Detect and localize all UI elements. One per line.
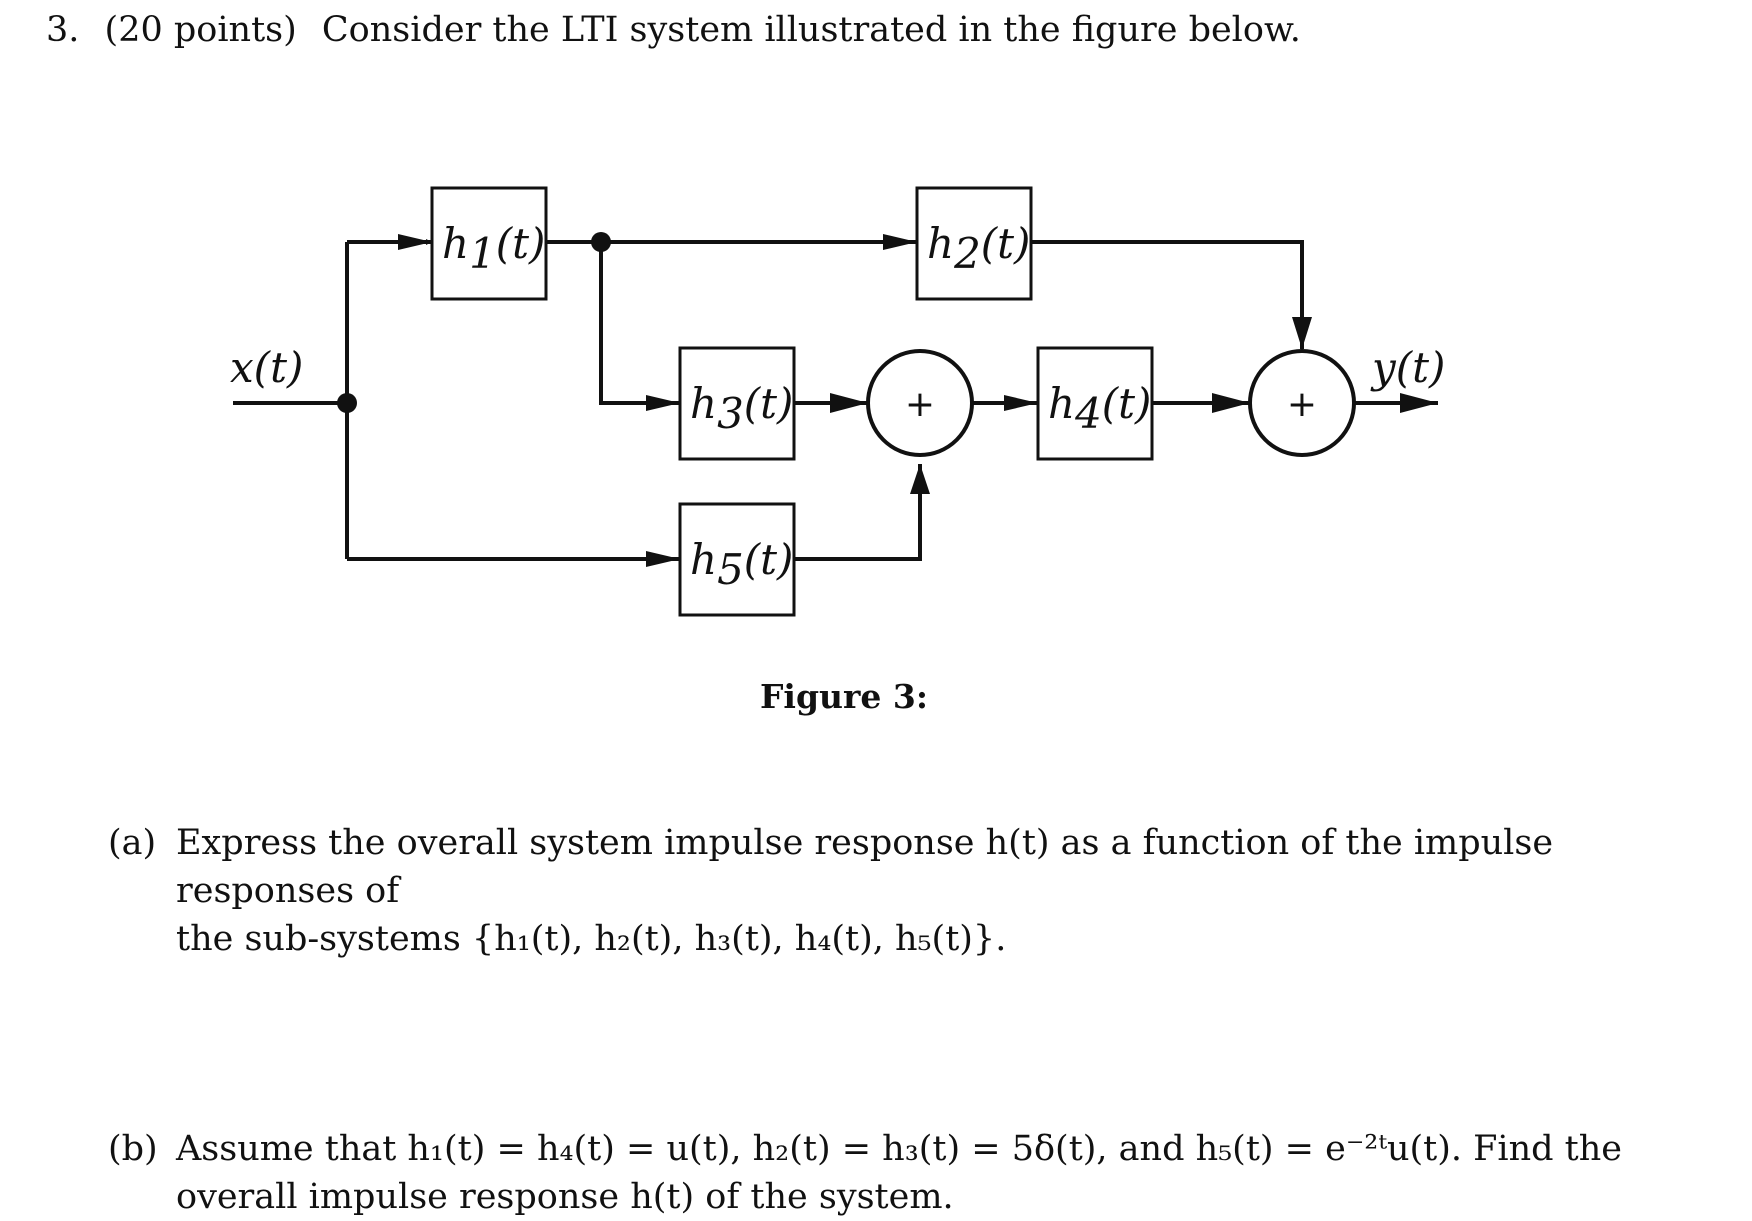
junction-dot-h1 xyxy=(591,232,611,252)
block-h3 xyxy=(678,346,796,461)
arrowhead-sum1-bottom xyxy=(910,464,930,494)
part-b-line-1: Assume that h₁(t) = h₄(t) = u(t), h₂(t) … xyxy=(176,1129,1623,1169)
figure-caption: Figure 3: xyxy=(760,677,929,716)
part-a: (a) Express the overall system impulse r… xyxy=(108,819,1668,963)
input-label: x(t) xyxy=(230,343,303,392)
question-number: 3. xyxy=(46,10,80,50)
junction-dot-input xyxy=(337,393,357,413)
arrowhead-h1 xyxy=(398,234,432,250)
block-h4 xyxy=(1036,346,1154,461)
block-h1-label: h1(t) xyxy=(442,219,545,278)
wire-h2-to-sum2 xyxy=(1031,240,1304,349)
arrowhead-output xyxy=(1400,393,1438,413)
block-h5 xyxy=(678,502,796,617)
summer-1-symbol: + xyxy=(905,384,935,425)
part-a-tag: (a) xyxy=(108,823,157,863)
arrowhead-h3 xyxy=(646,395,680,411)
arrowhead-sum2-top xyxy=(1292,317,1312,349)
question-header: 3. (20 points) Consider the LTI system i… xyxy=(46,10,1301,50)
wire-h5-to-sum1 xyxy=(794,464,922,561)
block-h4-label: h4(t) xyxy=(1048,379,1151,438)
summer-1 xyxy=(866,349,974,457)
arrowhead-h2 xyxy=(883,234,917,250)
arrowhead-h4 xyxy=(1004,395,1038,411)
part-b-tag: (b) xyxy=(108,1129,158,1169)
arrowhead-h5 xyxy=(646,551,680,567)
question-text: Consider the LTI system illustrated in t… xyxy=(321,10,1301,50)
part-a-line-2: the sub-systems {h₁(t), h₂(t), h₃(t), h₄… xyxy=(176,919,1007,959)
block-h1 xyxy=(430,186,548,301)
block-h2 xyxy=(915,186,1033,301)
arrowhead-sum2-left xyxy=(1212,393,1250,413)
arrowhead-sum1-left xyxy=(830,393,868,413)
part-b-line-2: overall impulse response h(t) of the sys… xyxy=(176,1177,954,1217)
part-a-line-1: Express the overall system impulse respo… xyxy=(176,823,1554,911)
block-h2-label: h2(t) xyxy=(927,219,1030,278)
question-points: (20 points) xyxy=(104,10,297,50)
block-h3-label: h3(t) xyxy=(690,379,793,438)
summer-2 xyxy=(1248,349,1356,457)
block-h5-label: h5(t) xyxy=(690,535,793,594)
part-b: (b) Assume that h₁(t) = h₄(t) = u(t), h₂… xyxy=(108,1125,1668,1221)
summer-2-symbol: + xyxy=(1287,384,1317,425)
wire-to-h3 xyxy=(599,242,680,405)
output-label: y(t) xyxy=(1370,343,1445,392)
